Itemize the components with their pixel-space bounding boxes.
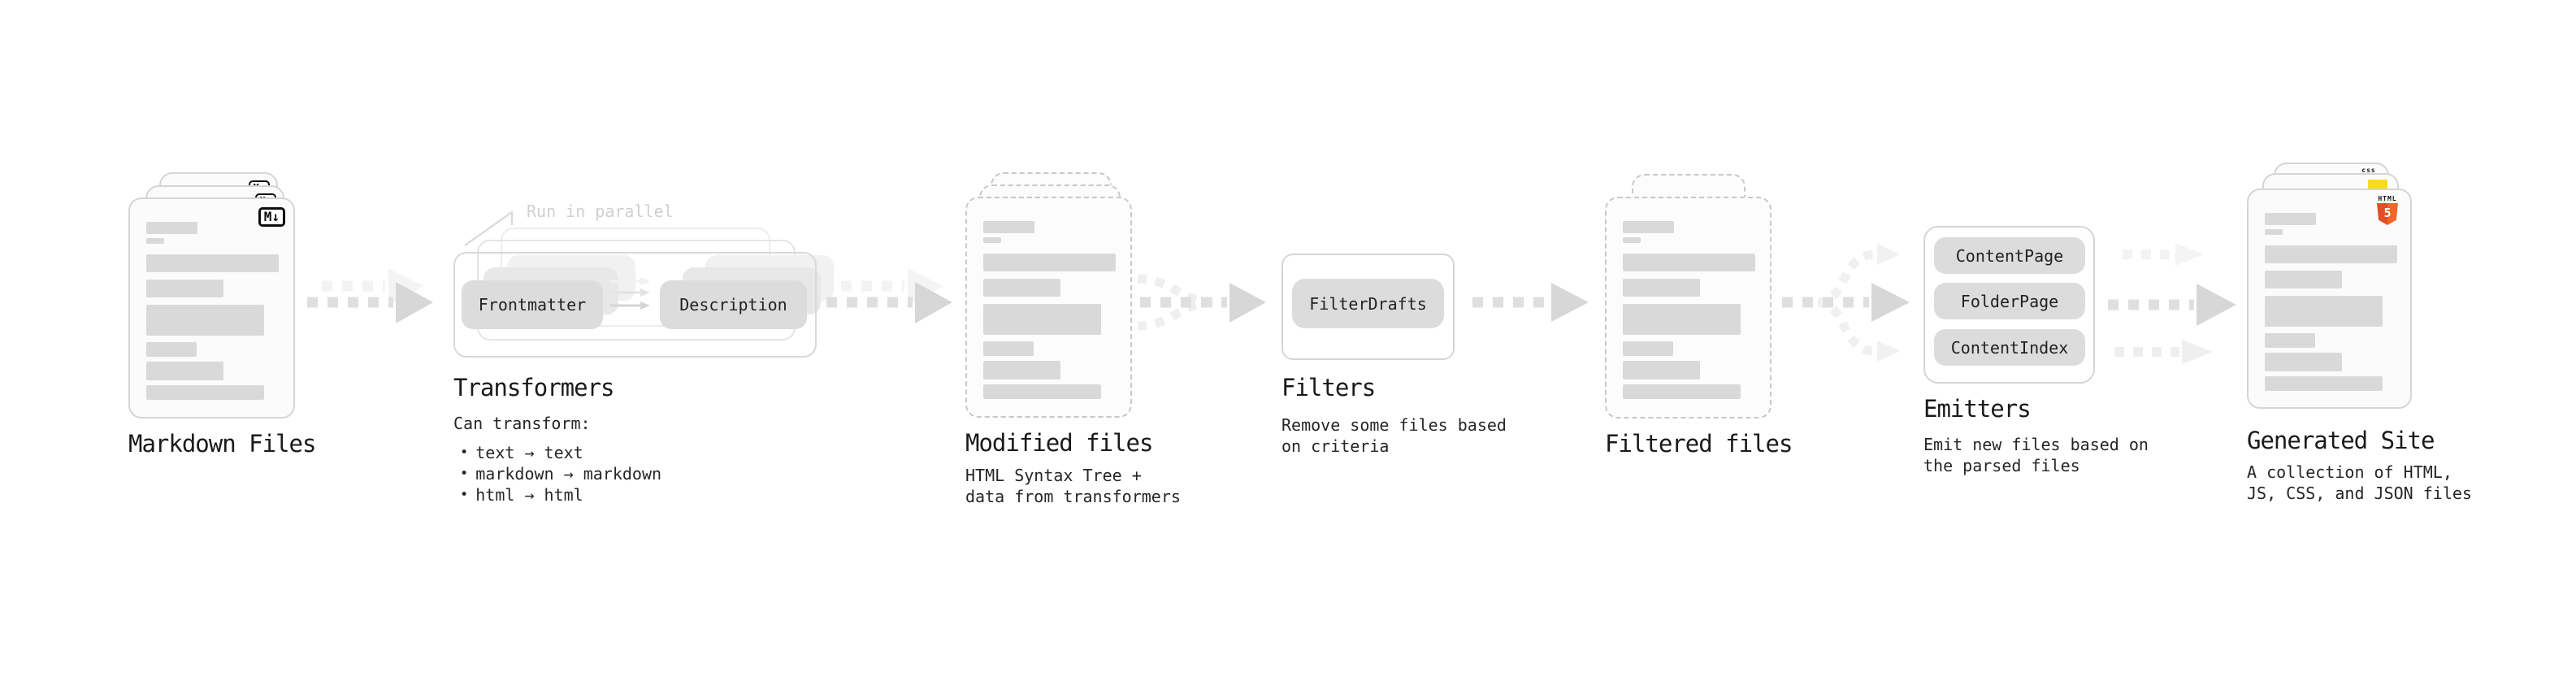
html5-shield-icon: 5	[2377, 203, 2398, 225]
diverge-arrow-icon	[1782, 244, 1910, 362]
transformer-frontmatter-node: Frontmatter	[462, 280, 603, 329]
emitters-desc-line: the parsed files	[1923, 456, 2080, 475]
emitter-folder-page-node: FolderPage	[1934, 283, 2085, 319]
filtered-file-card-front	[1605, 197, 1772, 419]
html5-badge: HTML 5	[2376, 195, 2399, 225]
filters-desc-line: Remove some files based	[1281, 415, 1507, 435]
transformers-bullet: •html → html	[460, 485, 583, 505]
emitters-label: Emitters	[1923, 395, 2032, 423]
placeholder-text-bars	[967, 198, 1130, 399]
converge-arrow-icon	[1137, 274, 1266, 331]
transformers-desc-heading: Can transform:	[453, 414, 591, 433]
generated-site-desc-line: A collection of HTML,	[2247, 462, 2452, 482]
markdown-file-card-front: M↓	[128, 197, 295, 419]
filtered-files-stack: Filtered files	[1605, 174, 1816, 499]
transformer-description-node: Description	[660, 280, 807, 329]
transformers-bullet: •text → text	[460, 443, 583, 462]
filtered-files-label: Filtered files	[1605, 430, 1793, 458]
bullet-dot: •	[460, 466, 469, 482]
bullet-dot: •	[460, 445, 469, 461]
note-leader-line	[464, 210, 514, 247]
filters-label: Filters	[1281, 374, 1376, 401]
filter-drafts-node: FilterDrafts	[1292, 279, 1444, 328]
generated-site-label: Generated Site	[2247, 427, 2435, 454]
run-in-parallel-note: Run in parallel	[527, 202, 674, 221]
generated-site-desc-line: JS, CSS, and JSON files	[2247, 484, 2472, 503]
placeholder-text-bars	[1607, 198, 1770, 399]
modified-file-card-front	[965, 197, 1132, 418]
flow-arrow-icon	[1472, 283, 1589, 322]
triple-arrow-icon	[2108, 243, 2236, 364]
transformer-frame-front	[453, 252, 817, 358]
placeholder-text-bars	[130, 199, 293, 400]
emitter-content-page-node: ContentPage	[1934, 237, 2085, 274]
modified-files-stack: Modified files HTML Syntax Tree + data f…	[965, 172, 1181, 514]
markdown-files-label: Markdown Files	[128, 430, 316, 458]
emitter-content-index-node: ContentIndex	[1934, 329, 2085, 366]
parallel-arrows-icon	[609, 277, 650, 310]
generated-html-card: HTML 5	[2247, 189, 2412, 409]
bullet-dot: •	[460, 487, 469, 503]
js-badge	[2368, 180, 2387, 191]
transformers-bullet: •markdown → markdown	[460, 464, 662, 484]
emitters-desc-line: Emit new files based on	[1923, 435, 2149, 454]
modified-files-desc-line: HTML Syntax Tree +	[965, 466, 1142, 485]
markdown-badge: M↓	[258, 207, 285, 227]
placeholder-text-bars	[2249, 190, 2410, 391]
flow-arrow-icon	[307, 268, 433, 323]
filters-desc-line: on criteria	[1281, 436, 1390, 456]
generated-site-stack: css HTML 5 Generated Site A collection o…	[2247, 163, 2474, 512]
modified-files-label: Modified files	[965, 429, 1153, 457]
flow-arrow-icon	[826, 268, 952, 323]
modified-files-desc-line: data from transformers	[965, 487, 1181, 506]
markdown-files-stack: M↓ M↓ M↓ Markdown Files	[128, 172, 340, 497]
transformers-label: Transformers	[453, 374, 615, 401]
